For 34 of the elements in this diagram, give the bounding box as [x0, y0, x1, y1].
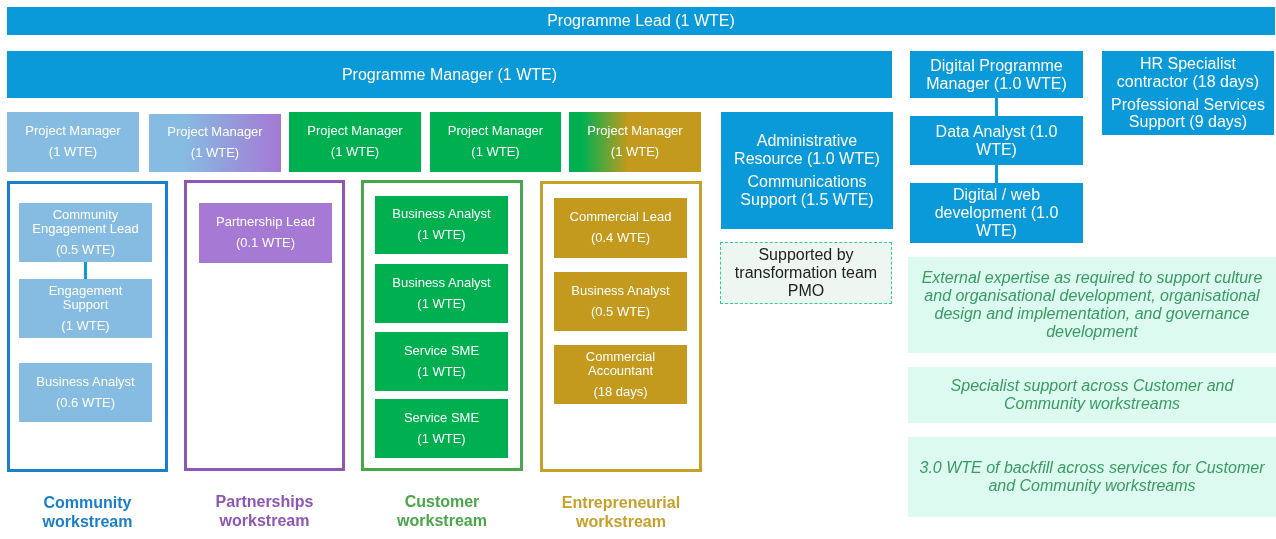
role-box: Project Manager (1 WTE): [149, 114, 281, 172]
role-box: Digital Programme Manager (1.0 WTE): [910, 51, 1083, 98]
role-box: Business Analyst (0.6 WTE): [19, 363, 152, 422]
note-box: 3.0 WTE of backfill across services for Customer and Community workstreams: [908, 437, 1276, 517]
role-box: Business Analyst (0.5 WTE): [554, 272, 687, 331]
role-box: Partnership Lead (0.1 WTE): [199, 203, 332, 263]
note-box: Supported by transformation team PMO: [720, 242, 892, 304]
role-box: Commercial Accountant (18 days): [554, 345, 687, 404]
role-box: Engagement Support (1 WTE): [19, 279, 152, 338]
note-box: External expertise as required to support culture and organisational development, organisational design and implementation, and governance development: [908, 257, 1276, 353]
workstream-heading: Customer workstream: [396, 492, 488, 531]
role-box: Administrative Resource (1.0 WTE) Communications Support (1.5 WTE): [721, 112, 893, 229]
workstream-heading: Community workstream: [41, 493, 134, 532]
role-box: Digital / web development (1.0 WTE): [910, 183, 1083, 243]
role-box: HR Specialist contractor (18 days) Professional Services Support (9 days): [1102, 51, 1274, 135]
role-box: Programme Manager (1 WTE): [7, 51, 892, 98]
role-box: Community Engagement Lead (0.5 WTE): [19, 203, 152, 262]
role-box: Service SME (1 WTE): [375, 332, 508, 391]
workstream-heading: Entrepreneurial workstream: [560, 493, 682, 532]
role-box: Business Analyst (1 WTE): [375, 264, 508, 323]
note-box: Specialist support across Customer and Community workstreams: [908, 367, 1276, 423]
role-box: Commercial Lead (0.4 WTE): [554, 198, 687, 258]
workstream-heading: Partnerships workstream: [214, 492, 315, 531]
connector-line: [84, 262, 87, 279]
role-box: Project Manager (1 WTE): [289, 112, 421, 172]
connector-line: [995, 165, 998, 183]
role-box: Programme Lead (1 WTE): [7, 7, 1275, 35]
role-box: Service SME (1 WTE): [375, 399, 508, 458]
role-box: Project Manager (1 WTE): [7, 112, 139, 172]
role-box: Data Analyst (1.0 WTE): [910, 116, 1083, 165]
role-box: Business Analyst (1 WTE): [375, 196, 508, 254]
role-box: Project Manager (1 WTE): [569, 112, 701, 172]
connector-line: [995, 98, 998, 116]
role-box: Project Manager (1 WTE): [430, 112, 561, 172]
